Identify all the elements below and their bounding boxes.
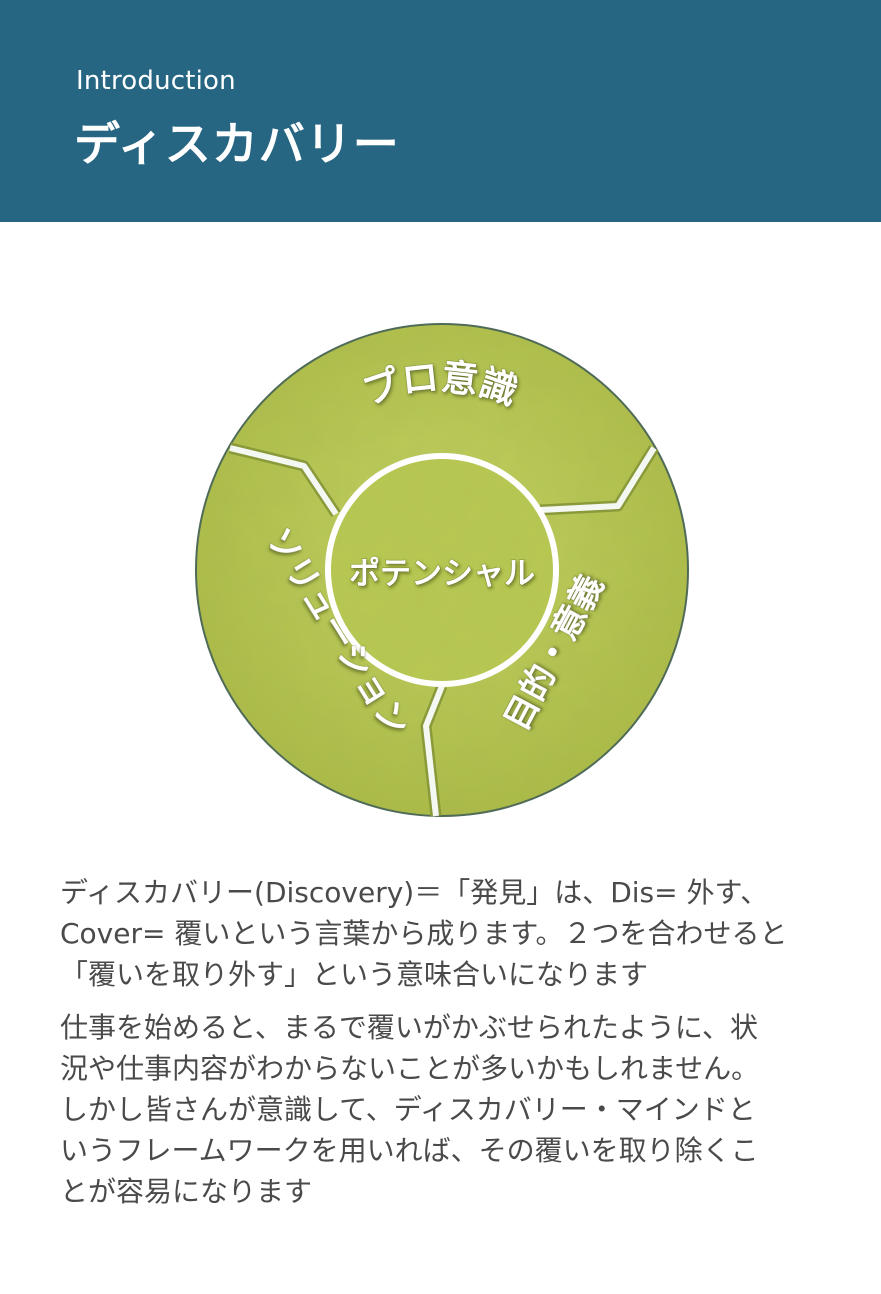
cycle-svg: ポテンシャル プロ意識 目的・意義 ソリューション bbox=[195, 323, 689, 817]
body-text: ディスカバリー(Discovery)＝「発見」は、Dis= 外す、 Cover=… bbox=[60, 872, 832, 1212]
text-line: 況や仕事内容がわからないことが多いかもしれません。 bbox=[60, 1052, 760, 1085]
section-eyebrow: Introduction bbox=[76, 66, 236, 96]
text-line: ディスカバリー(Discovery)＝「発見」は、Dis= 外す、 bbox=[60, 876, 769, 909]
text-line: 「覆いを取り外す」という意味合いになります bbox=[60, 958, 649, 991]
text-line: とが容易になります bbox=[60, 1175, 313, 1208]
header-banner: Introduction ディスカバリー bbox=[0, 0, 881, 222]
text-line: Cover= 覆いという言葉から成ります。２つを合わせると bbox=[60, 917, 788, 950]
text-line: いうフレームワークを用いれば、その覆いを取り除くこ bbox=[60, 1134, 759, 1167]
discovery-cycle-diagram: ポテンシャル プロ意識 目的・意義 ソリューション bbox=[180, 308, 700, 828]
page-title: ディスカバリー bbox=[74, 117, 400, 171]
center-label: ポテンシャル bbox=[349, 556, 535, 592]
text-line: しかし皆さんが意識して、ディスカバリー・マインドと bbox=[60, 1093, 756, 1126]
paragraph-explanation: 仕事を始めると、まるで覆いがかぶせられたように、状 況や仕事内容がわからないこと… bbox=[60, 1007, 832, 1212]
paragraph-definition: ディスカバリー(Discovery)＝「発見」は、Dis= 外す、 Cover=… bbox=[60, 872, 832, 995]
segment-dividers bbox=[228, 442, 659, 817]
text-line: 仕事を始めると、まるで覆いがかぶせられたように、状 bbox=[60, 1011, 759, 1044]
center-circle-texture bbox=[331, 459, 553, 681]
